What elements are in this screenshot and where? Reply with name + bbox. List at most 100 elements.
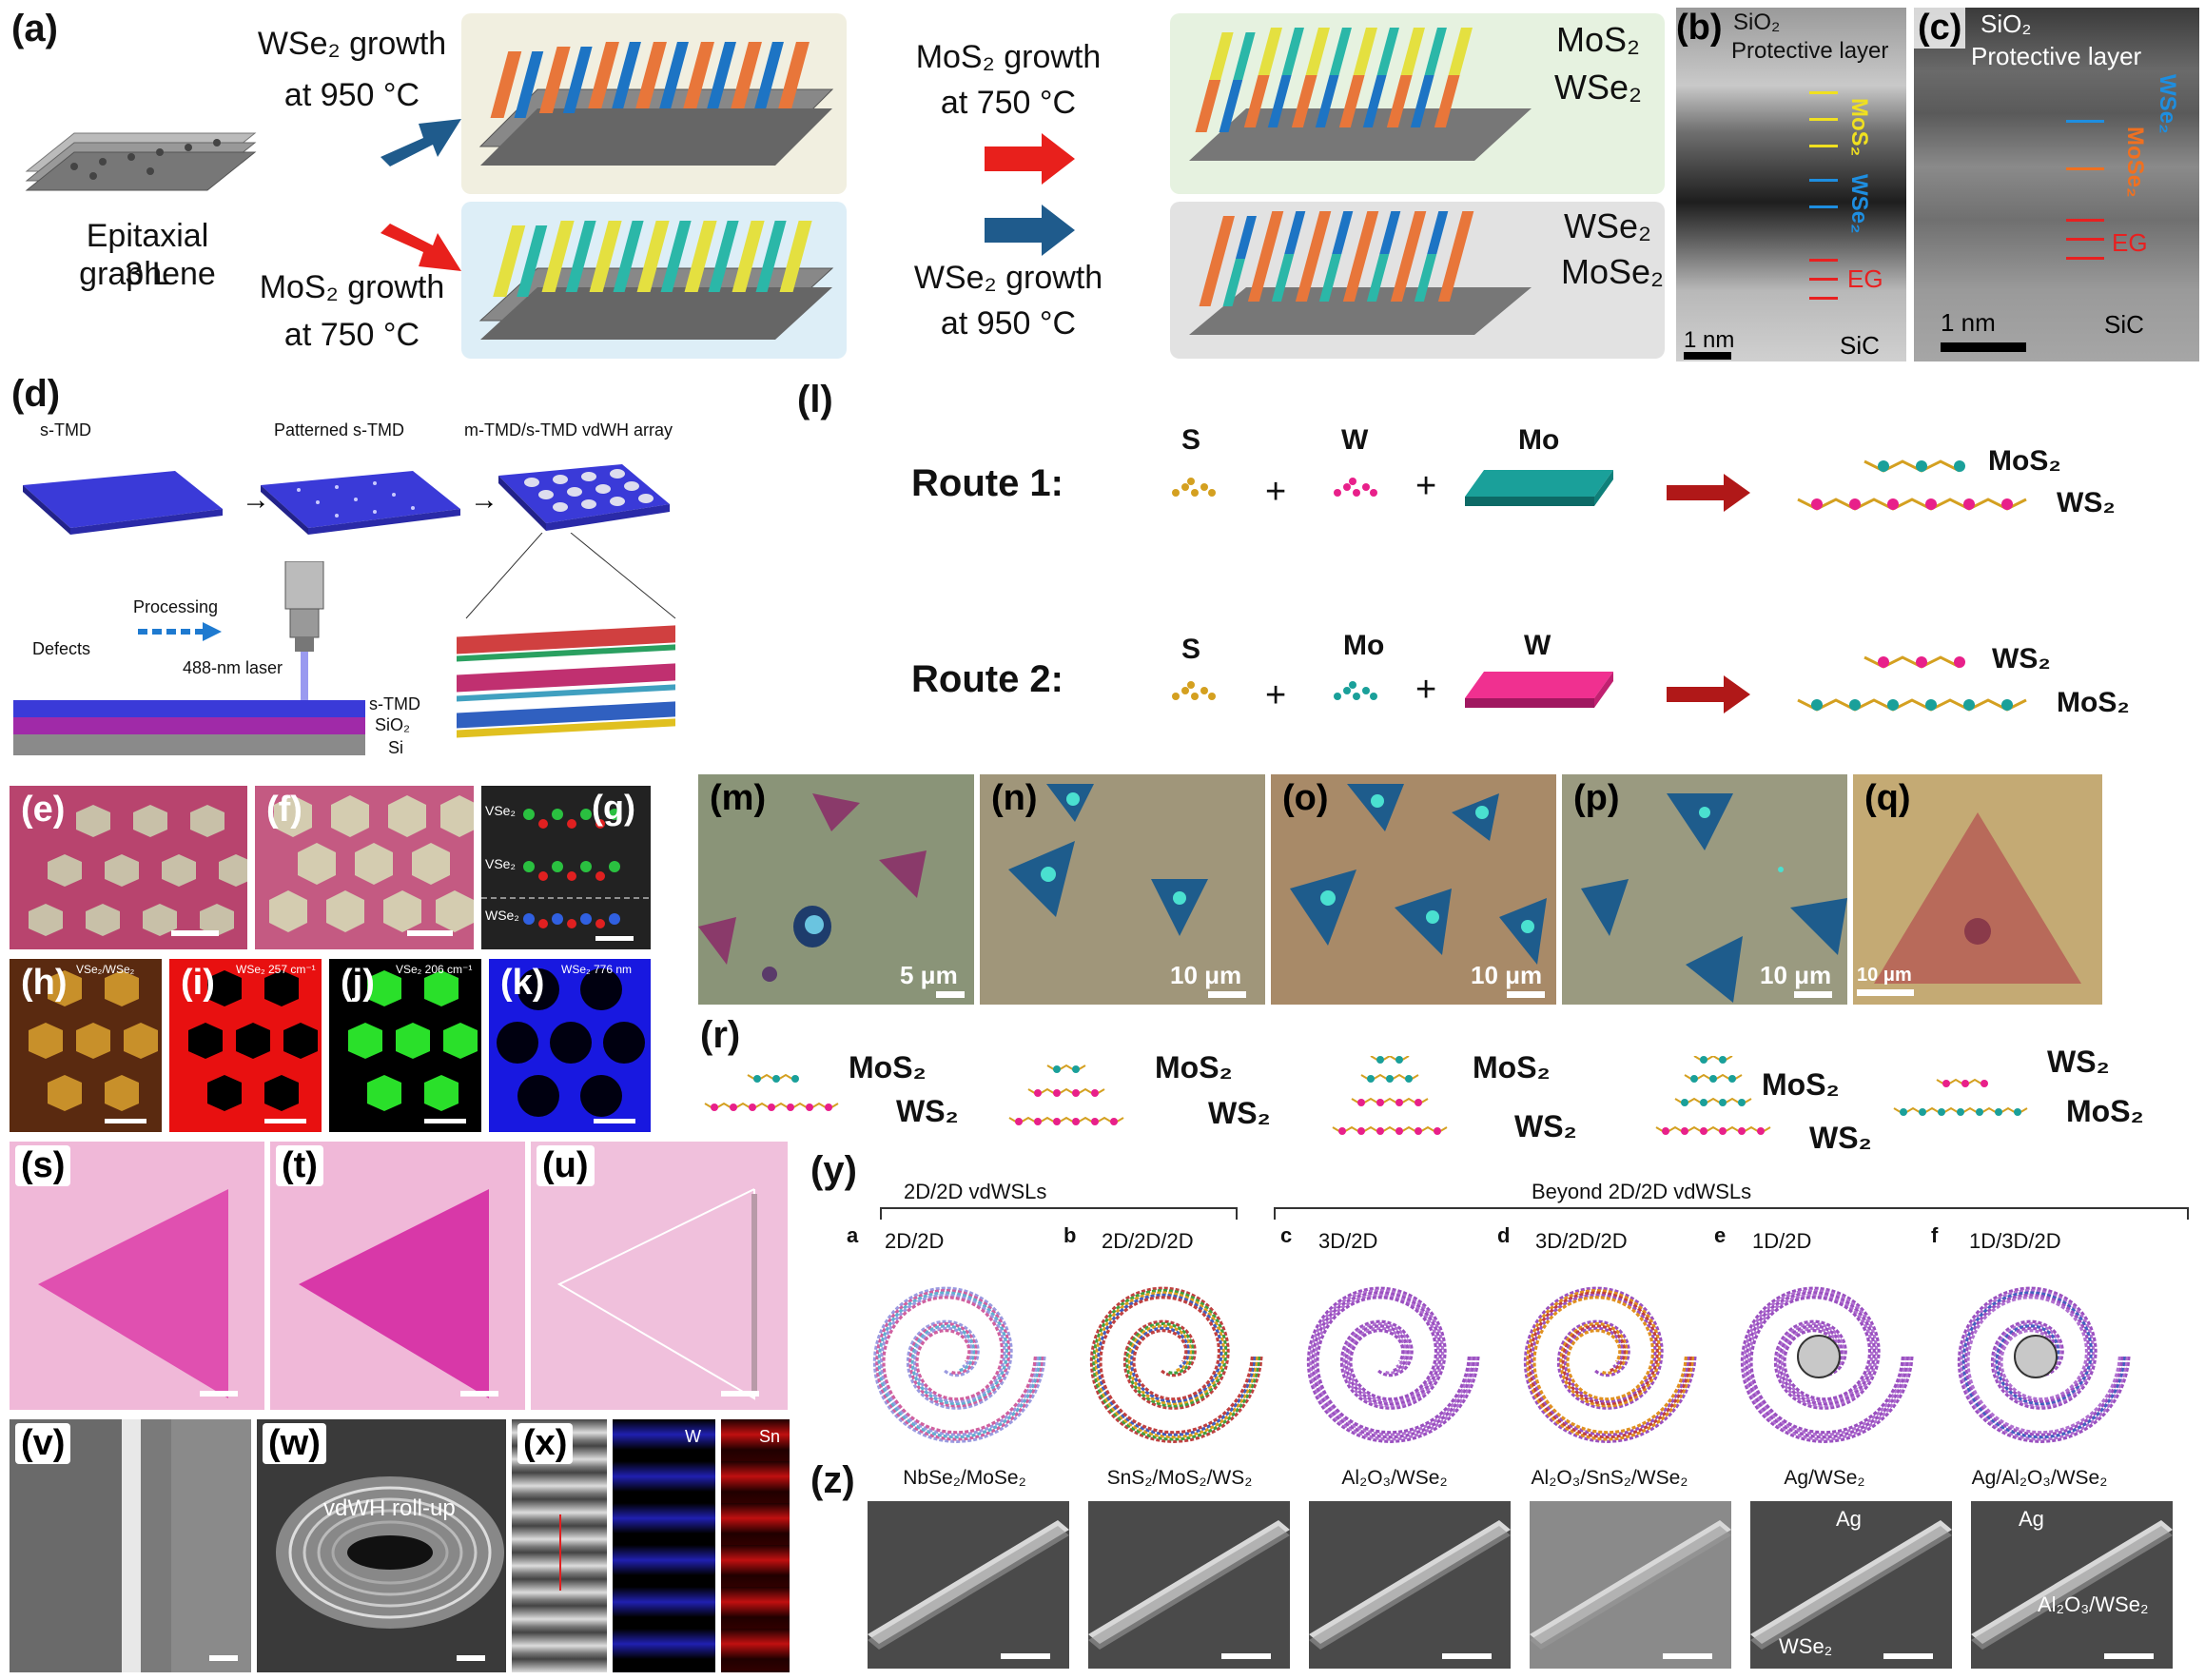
panel-b-label: (b) xyxy=(1676,8,1723,48)
z-sem-image-0 xyxy=(868,1501,1069,1669)
r2-plus1: + xyxy=(1265,675,1287,715)
r-s1-top: MoS₂ xyxy=(849,1050,927,1084)
z-caption-0: NbSe₂/MoSe₂ xyxy=(903,1467,1026,1489)
panel-j-label: (j) xyxy=(341,963,375,1003)
r2-plus2: + xyxy=(1415,670,1437,710)
optical-image-p: (p) 10 μm xyxy=(1562,774,1847,1005)
panel-h-label: (h) xyxy=(21,963,68,1003)
optical-image-o: (o) 10 μm xyxy=(1271,774,1556,1005)
z-sem-image-4 xyxy=(1750,1501,1952,1669)
panel-x-label: (x) xyxy=(517,1423,574,1464)
route1-product xyxy=(1797,459,2027,511)
r2-bot-product: MoS₂ xyxy=(2057,687,2130,718)
y-group2: Beyond 2D/2D vdWSLs xyxy=(1532,1180,1752,1203)
panel-k-label: (k) xyxy=(500,963,545,1003)
g-l1: VSe₂ xyxy=(485,803,516,818)
panel-n-label: (n) xyxy=(991,778,1038,818)
panel-q-label: (q) xyxy=(1864,778,1911,818)
d-laser: 488-nm laser xyxy=(183,658,283,677)
tungsten-powder-icon xyxy=(1334,478,1377,497)
raman-map-i: (i) WSe₂ 257 cm⁻¹ xyxy=(169,959,322,1132)
panel-y-label: (y) xyxy=(810,1149,857,1191)
panel-d-label: (d) xyxy=(11,373,61,415)
d-sio2-layer xyxy=(13,717,365,734)
optical-image-m: (m) 5 μm xyxy=(698,774,974,1005)
graphene-lattice xyxy=(25,132,257,191)
graphene-label-2: 3 L xyxy=(125,256,170,292)
b-eg: EG xyxy=(1847,264,1883,293)
tem-image-c: (c) SiO₂ Protective layer WSe₂ MoSe₂ EG … xyxy=(1914,8,2199,361)
r-s4-top: MoS₂ xyxy=(1762,1067,1840,1102)
mos2-temp-label: at 750 °C xyxy=(283,317,420,353)
wse2-on-graphene-box xyxy=(461,13,847,194)
r2-top-product: WS₂ xyxy=(1992,643,2051,674)
stem-image-x: (x) xyxy=(512,1419,607,1672)
panel-o-label: (o) xyxy=(1282,778,1329,818)
i-title: WSe₂ 257 cm⁻¹ xyxy=(236,963,316,976)
mid-mos2-growth: MoS₂ growth xyxy=(915,39,1102,75)
p-scalebar xyxy=(1794,991,1832,998)
stack-bot-label-2: MoSe₂ xyxy=(1560,252,1665,291)
d-processing-arrow-icon xyxy=(138,622,222,641)
panel-i-label: (i) xyxy=(181,963,215,1003)
y-letter-f: f xyxy=(1931,1223,1939,1247)
x-sn-label: Sn xyxy=(759,1427,781,1446)
y-group1: 2D/2D vdWSLs xyxy=(904,1180,1047,1203)
d-wafer-sequence: → → xyxy=(23,464,670,535)
q-scalebar xyxy=(1857,989,1914,996)
d-processing: Processing xyxy=(133,597,219,616)
mo-foil-icon xyxy=(1465,470,1613,506)
g-l3: WSe₂ xyxy=(485,908,519,923)
panel-w-label: (w) xyxy=(263,1423,326,1464)
mid-wse2-growth: WSe₂ growth xyxy=(913,260,1103,296)
z-ag-label-2: Ag xyxy=(2019,1507,2044,1531)
r1-top-product: MoS₂ xyxy=(1988,445,2061,477)
z-sem-image-1 xyxy=(1088,1501,1290,1669)
r1-w-label: W xyxy=(1341,424,1369,456)
r-s3-top: MoS₂ xyxy=(1473,1050,1551,1084)
r-s5-bot: MoS₂ xyxy=(2066,1094,2144,1128)
panel-f-label: (f) xyxy=(266,790,302,830)
raman-map-j: (j) VSe₂ 206 cm⁻¹ xyxy=(329,959,481,1132)
objective-lens-icon xyxy=(284,561,324,704)
panel-c-label: (c) xyxy=(1914,8,1966,49)
panel-z-label: (z) xyxy=(810,1459,855,1501)
d-layered-stack xyxy=(457,533,676,738)
c-scalebar xyxy=(1941,342,2026,352)
r1-plus1: + xyxy=(1265,472,1287,512)
optical-image-e: (e) xyxy=(10,786,247,949)
z-sem-image-3 xyxy=(1530,1501,1731,1669)
z-al2o3wse2-label: Al₂O₃/WSe₂ xyxy=(2038,1592,2149,1616)
r-s2-top: MoS₂ xyxy=(1155,1050,1233,1084)
stack-top-label-1: MoS₂ xyxy=(1556,20,1640,59)
route2-product xyxy=(1797,655,2027,712)
g-l2: VSe₂ xyxy=(485,856,516,871)
optical-image-f: (f) xyxy=(255,786,474,949)
c-mose2: MoSe₂ xyxy=(2122,127,2148,198)
d-stack1: s-TMD xyxy=(369,694,420,713)
panel-s-label: (s) xyxy=(15,1145,71,1186)
stem-image-g: VSe₂ VSe₂ WSe₂ (g) xyxy=(481,786,651,949)
route1-arrow-icon xyxy=(1667,474,1750,512)
panel-t-label: (t) xyxy=(276,1145,323,1186)
c-wse2: WSe₂ xyxy=(2155,74,2180,134)
d-stack3: Si xyxy=(388,738,404,757)
y-letter-d: d xyxy=(1497,1223,1511,1247)
r1-mo-label: Mo xyxy=(1518,424,1560,456)
b-mos2: MoS₂ xyxy=(1846,98,1872,157)
r-s3-bot: WS₂ xyxy=(1514,1109,1577,1143)
y-title-e: 1D/2D xyxy=(1752,1229,1812,1253)
eds-map-w: W xyxy=(613,1419,715,1672)
mos2-on-graphene-box xyxy=(461,202,847,359)
stack-bot-label-1: WSe₂ xyxy=(1564,206,1651,245)
h-title: VSe₂/WSe₂ xyxy=(76,963,135,976)
b-sio2: SiO₂ xyxy=(1733,10,1781,35)
route2-arrow-icon xyxy=(1667,675,1750,713)
wse2-growth-label: WSe₂ growth xyxy=(257,26,447,62)
b-wse2: WSe₂ xyxy=(1846,174,1872,234)
b-scale: 1 nm xyxy=(1684,327,1735,353)
